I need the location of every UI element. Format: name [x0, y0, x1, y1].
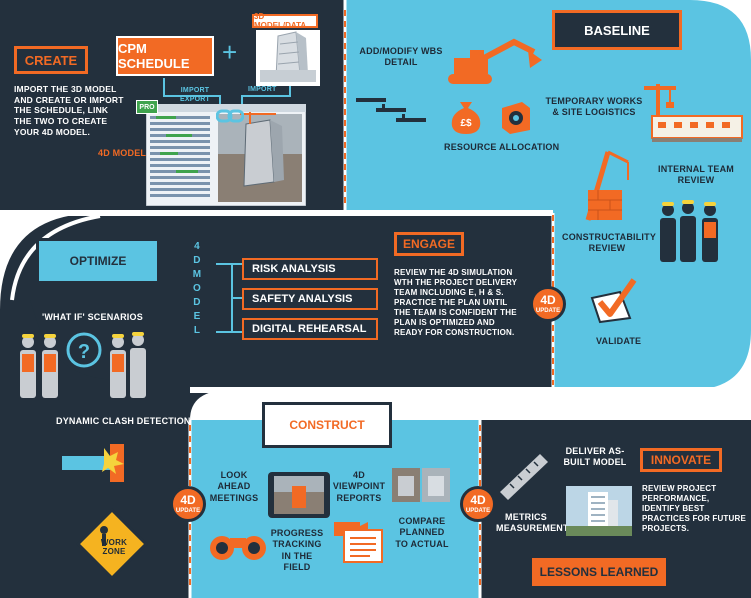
4d-model-vertical-label: 4D MODEL: [192, 241, 202, 336]
badge-word: UPDATE: [535, 308, 561, 314]
baseline-band: [345, 0, 751, 390]
badge-number: 4D: [540, 293, 556, 307]
4d-update-badge-left: 4D UPDATE: [170, 486, 206, 522]
optimize-blue-band: [30, 238, 235, 380]
link-icon: [216, 109, 244, 123]
deliver-as-built-label: DELIVER AS-BUILT MODEL: [563, 446, 627, 468]
risk-analysis-item: RISK ANALYSIS: [242, 258, 378, 280]
work-zone-label: WORK ZONE: [100, 538, 128, 556]
svg-text:£$: £$: [460, 118, 472, 129]
dynamic-clash-detection-label: DYNAMIC CLASH DETECTION: [56, 416, 191, 426]
what-if-scenarios-label: 'WHAT IF' SCENARIOS: [42, 312, 143, 322]
work-zone-sign-icon: [76, 508, 148, 580]
engage-description: REVIEW THE 4D SIMULATION WTH THE PROJECT…: [394, 268, 518, 337]
temporary-works-label: TEMPORARY WORKS & SITE LOGISTICS: [545, 96, 643, 118]
metrics-measurement-label: METRICS MEASUREMENT: [496, 512, 569, 534]
crane-icon: [644, 84, 676, 120]
add-modify-wbs-label: ADD/MODIFY WBS DETAIL: [359, 46, 443, 68]
resource-allocation-label: RESOURCE ALLOCATION: [444, 142, 560, 152]
validate-checkmark-icon: [590, 278, 637, 324]
binoculars-icon: [210, 536, 266, 560]
site-cabin-icon: [651, 115, 743, 142]
validate-label: VALIDATE: [596, 336, 642, 346]
resource-box-icon: [502, 102, 530, 134]
wbs-steps-icon: [356, 98, 426, 122]
construct-title: CONSTRUCT: [262, 402, 392, 448]
clash-pipe-icon: [62, 444, 124, 482]
create-description: IMPORT THE 3D MODEL AND CREATE OR IMPORT…: [14, 84, 124, 137]
3d-model-building-icon: [256, 30, 320, 86]
compare-planned-actual-label: COMPARE PLANNED TO ACTUAL: [395, 516, 449, 549]
look-ahead-meetings-label: LOOK AHEAD MEETINGS: [209, 470, 259, 503]
team-review-icon: [660, 200, 718, 262]
what-if-workers-icon: ?: [20, 332, 146, 398]
create-title: CREATE: [14, 46, 88, 74]
badge-word: UPDATE: [465, 508, 491, 514]
4d-update-badge-right: 4D UPDATE: [530, 286, 566, 322]
ruler-icon: [500, 454, 548, 500]
safety-analysis-item: SAFETY ANALYSIS: [242, 288, 378, 310]
create-4d-model-label: 4D MODEL: [98, 148, 147, 158]
badge-number: 4D: [180, 493, 196, 507]
digital-rehearsal-item: DIGITAL REHEARSAL: [242, 318, 378, 340]
import-label: IMPORT: [248, 86, 277, 93]
badge-number: 4D: [470, 493, 486, 507]
baseline-title: BASELINE: [552, 10, 682, 50]
internal-team-review-label: INTERNAL TEAM REVIEW: [658, 164, 734, 186]
badge-word: UPDATE: [175, 508, 201, 514]
import-export-label: IMPORT EXPORT: [180, 87, 210, 103]
lessons-learned-box: LESSONS LEARNED: [530, 556, 668, 588]
optimize-title: OPTIMIZE: [36, 238, 160, 284]
innovate-description: REVIEW PROJECT PERFORMANCE, IDENTIFY BES…: [642, 484, 746, 533]
pro-badge: PRO: [136, 100, 158, 114]
tablet-icon: [268, 472, 330, 518]
svg-text:?: ?: [78, 341, 90, 363]
engage-title: ENGAGE: [394, 232, 464, 256]
report-document-icon: [334, 522, 383, 563]
cpm-schedule-box: CPM SCHEDULE: [116, 36, 214, 76]
4d-update-badge-bottom: 4D UPDATE: [460, 486, 496, 522]
progress-tracking-label: PROGRESS TRACKING IN THE FIELD: [270, 528, 324, 572]
compare-photos-icon: [392, 468, 450, 502]
4d-viewpoint-reports-label: 4D VIEWPOINT REPORTS: [332, 470, 386, 503]
3d-model-data-label: 3D MODEL/DATA: [252, 12, 318, 30]
constructability-review-label: CONSTRUCTABILITY REVIEW: [562, 232, 657, 254]
as-built-building-icon: [566, 486, 632, 536]
excavator-icon: [448, 38, 542, 84]
constructability-icon: [585, 150, 629, 221]
innovate-title: INNOVATE: [640, 448, 722, 472]
money-bag-icon: £$: [451, 102, 481, 134]
plus-sign: +: [222, 37, 238, 67]
